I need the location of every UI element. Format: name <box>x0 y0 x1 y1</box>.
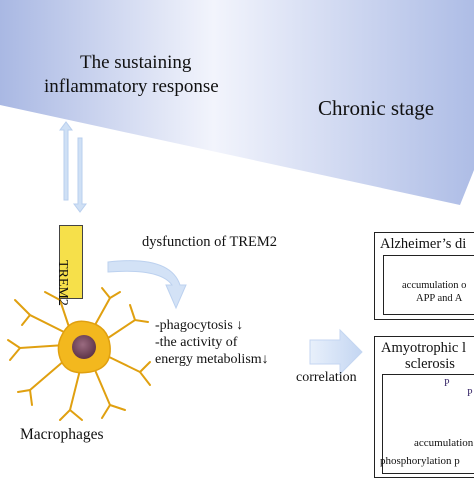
alzheimers-title: Alzheimer’s di <box>380 236 467 252</box>
trem2-label: TREM2 <box>55 260 70 306</box>
alzheimers-box <box>374 232 474 320</box>
correlation-label: correlation <box>296 370 357 385</box>
banner-line-2: inflammatory response <box>44 76 219 97</box>
dysfunction-arrow <box>107 260 187 310</box>
nucleus <box>72 335 96 359</box>
macrophage-cell <box>7 287 151 421</box>
als-title-2: sclerosis <box>405 356 455 372</box>
banner-arrow <box>0 0 474 205</box>
correlation-arrow <box>309 328 363 376</box>
dysfunction-label: dysfunction of TREM2 <box>142 234 278 250</box>
alzheimers-inner-panel <box>383 255 474 315</box>
effect-phagocytosis: -phagocytosis ↓ <box>155 318 244 333</box>
banner-line-1: The sustaining <box>80 52 192 73</box>
phosphate-marker: P <box>444 378 450 389</box>
phosphate-marker-2: P <box>467 388 473 399</box>
als-title-1: Amyotrophic l <box>381 340 466 356</box>
alzheimers-caption-1: accumulation o <box>402 280 467 291</box>
macrophages-label: Macrophages <box>20 426 104 443</box>
trem2-receptor <box>59 225 83 299</box>
effect-activity: -the activity of <box>155 335 238 350</box>
chronic-stage-label: Chronic stage <box>318 96 435 120</box>
effect-energy-metabolism: energy metabolism↓ <box>155 352 269 367</box>
als-caption-1: accumulation <box>414 437 474 449</box>
als-caption-2: phosphorylation p <box>380 455 460 467</box>
alzheimers-caption-2: APP and A <box>416 293 463 304</box>
bidirectional-arrow-icon <box>59 121 87 213</box>
